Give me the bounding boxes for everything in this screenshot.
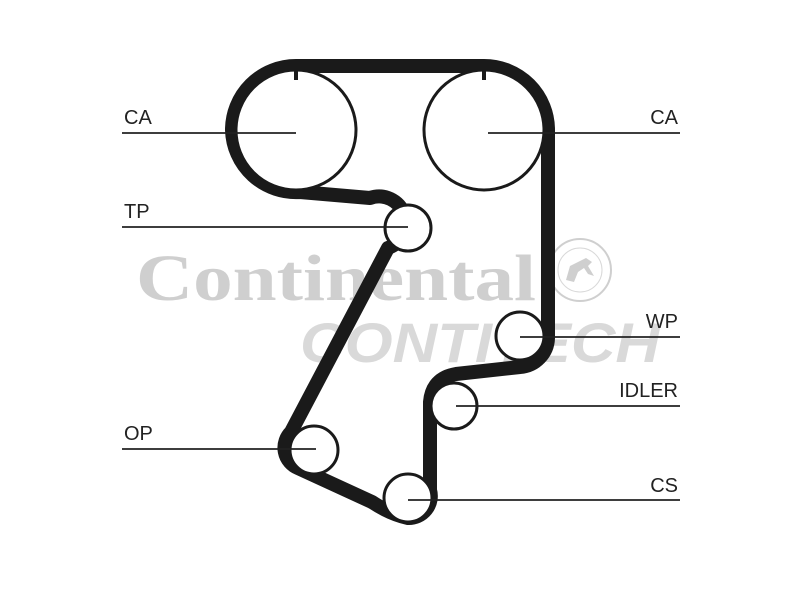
oil-pump-pulley [288,424,340,476]
label-camshaft-right: CA [650,107,678,129]
timing-belt [225,59,555,525]
label-crankshaft: CS [650,475,678,497]
watermark-sub-brand: CONTITECH [300,311,662,374]
leader-lines [122,132,680,501]
label-tensioner: TP [124,201,150,223]
camshaft-pulley-right [422,66,546,192]
crankshaft-pulley [382,472,434,524]
label-idler: IDLER [619,380,678,402]
watermark-brand: Continental [136,242,536,315]
watermark: Continental CONTITECH [136,238,662,374]
water-pump-pulley [494,310,546,362]
camshaft-pulley-left [234,66,358,192]
horse-seal-icon [548,238,612,302]
label-camshaft-left: CA [124,107,152,129]
label-water-pump: WP [646,311,678,333]
label-oil-pump: OP [124,423,153,445]
tensioner-pulley [383,203,433,253]
